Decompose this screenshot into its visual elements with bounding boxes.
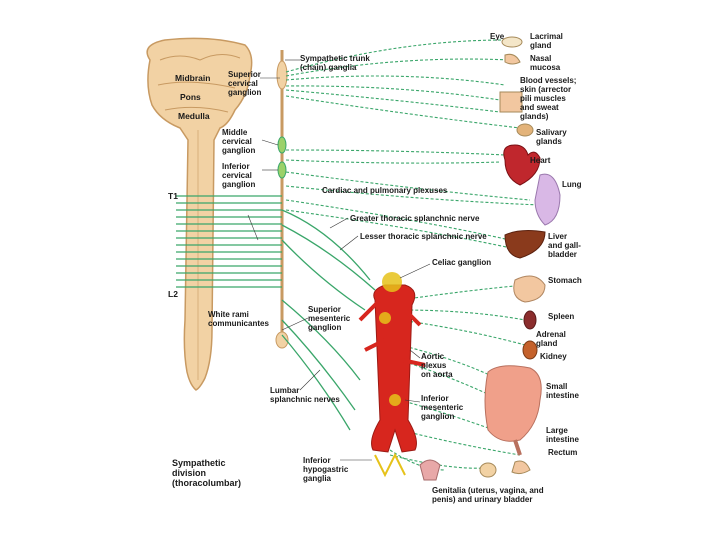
label-rectum: Rectum (548, 448, 578, 457)
organs (419, 36, 561, 481)
rectum-shape (513, 439, 522, 456)
label-kidney: Kidney (540, 352, 567, 361)
label-medulla: Medulla (178, 111, 210, 121)
label-white-rami: White rami communicantes (208, 310, 269, 328)
label-middle-cervical: Middle cervical ganglion (222, 128, 256, 155)
label-spleen: Spleen (548, 312, 575, 321)
intestine-shape (484, 365, 542, 442)
label-small-intestine: Small intestine (546, 382, 579, 400)
kidney-shape (522, 340, 538, 360)
label-salivary: Salivary glands (536, 128, 567, 146)
label-superior-mesenteric: Superior mesenteric ganglion (308, 305, 351, 332)
aorta (358, 272, 426, 478)
label-lacrimal: Lacrimal gland (530, 32, 563, 50)
leader-lines (247, 59, 431, 461)
heart-shape (503, 144, 541, 186)
label-midbrain: Midbrain (175, 73, 211, 83)
label-lumbar-splanchnic: Lumbar splanchnic nerves (270, 386, 340, 404)
label-division-title: Sympathetic division (thoracolumbar) (172, 458, 242, 488)
label-superior-cervical: Superior cervical ganglion (228, 70, 262, 97)
label-t1: T1 (168, 191, 178, 201)
label-l2: L2 (168, 289, 178, 299)
splanchnic-nerves (281, 209, 376, 431)
label-nasal: Nasal mucosa (530, 54, 561, 72)
lung-shape (534, 173, 561, 226)
penis-shape (511, 460, 531, 475)
stomach-shape (513, 275, 546, 303)
label-lung: Lung (562, 180, 582, 189)
label-inferior-mesenteric: Inferior mesenteric ganglion (421, 394, 464, 421)
label-adrenal: Adrenal gland (536, 330, 566, 348)
label-pons: Pons (180, 92, 201, 102)
label-sympathetic-trunk: Sympathetic trunk (chain) ganglia (300, 54, 370, 72)
label-inferior-hypogastric: Inferior hypogastric ganglia (303, 456, 349, 483)
label-large-intestine: Large intestine (546, 426, 579, 444)
label-stomach: Stomach (548, 276, 582, 285)
label-lesser-splanchnic: Lesser thoracic splanchnic nerve (360, 232, 487, 241)
label-celiac-ganglion: Celiac ganglion (432, 258, 492, 267)
brainstem-and-spinal-cord (146, 37, 253, 391)
label-blood-vessels: Blood vessels; skin (arrector pili muscl… (520, 76, 577, 121)
nasal-shape (504, 53, 521, 65)
label-heart: Heart (530, 156, 551, 165)
spleen-shape (523, 310, 537, 330)
label-inferior-cervical: Inferior cervical ganglion (222, 162, 256, 189)
liver-shape (504, 230, 546, 259)
label-genitalia: Genitalia (uterus, vagina, and penis) an… (432, 486, 544, 504)
label-eye: Eye (490, 32, 505, 41)
label-aortic-plexus: Aortic plexus on aorta (421, 352, 453, 379)
uterus-shape (419, 459, 441, 481)
label-cardiac-pulmonary: Cardiac and pulmonary plexuses (322, 186, 448, 195)
skin-shape (499, 91, 523, 113)
eye-shape (501, 36, 523, 48)
salivary-shape (516, 123, 534, 137)
label-liver: Liver and gall- bladder (548, 232, 581, 259)
bladder-shape (479, 462, 497, 478)
white-rami-lines (176, 195, 282, 288)
label-greater-splanchnic: Greater thoracic splanchnic nerve (350, 214, 480, 223)
postganglionic-fibers (285, 39, 541, 471)
